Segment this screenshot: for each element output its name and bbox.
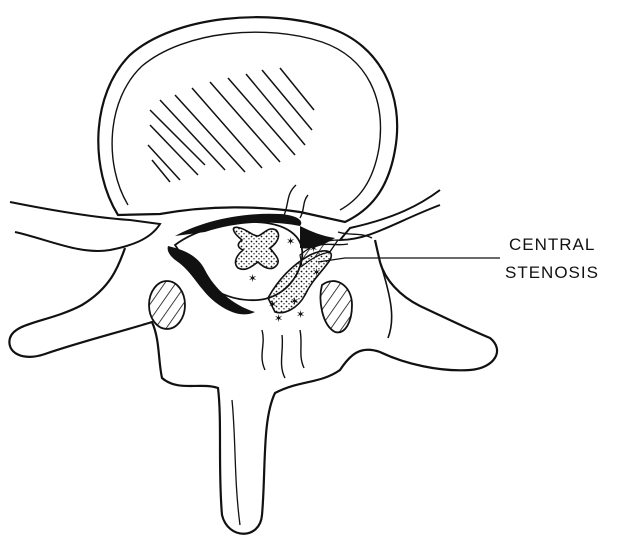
svg-text:✶: ✶ [312,266,321,279]
svg-text:✶: ✶ [286,235,295,248]
left-facet-joint [149,281,185,329]
label-stenosis: STENOSIS [505,263,599,283]
label-central: CENTRAL [509,235,595,255]
svg-text:✶: ✶ [309,242,318,255]
svg-text:✶: ✶ [296,308,305,321]
svg-text:✶: ✶ [274,312,283,325]
svg-text:✶: ✶ [268,298,277,311]
svg-text:✶: ✶ [290,295,299,308]
svg-text:✶: ✶ [248,272,257,285]
vertebral-body-outline [98,17,397,222]
